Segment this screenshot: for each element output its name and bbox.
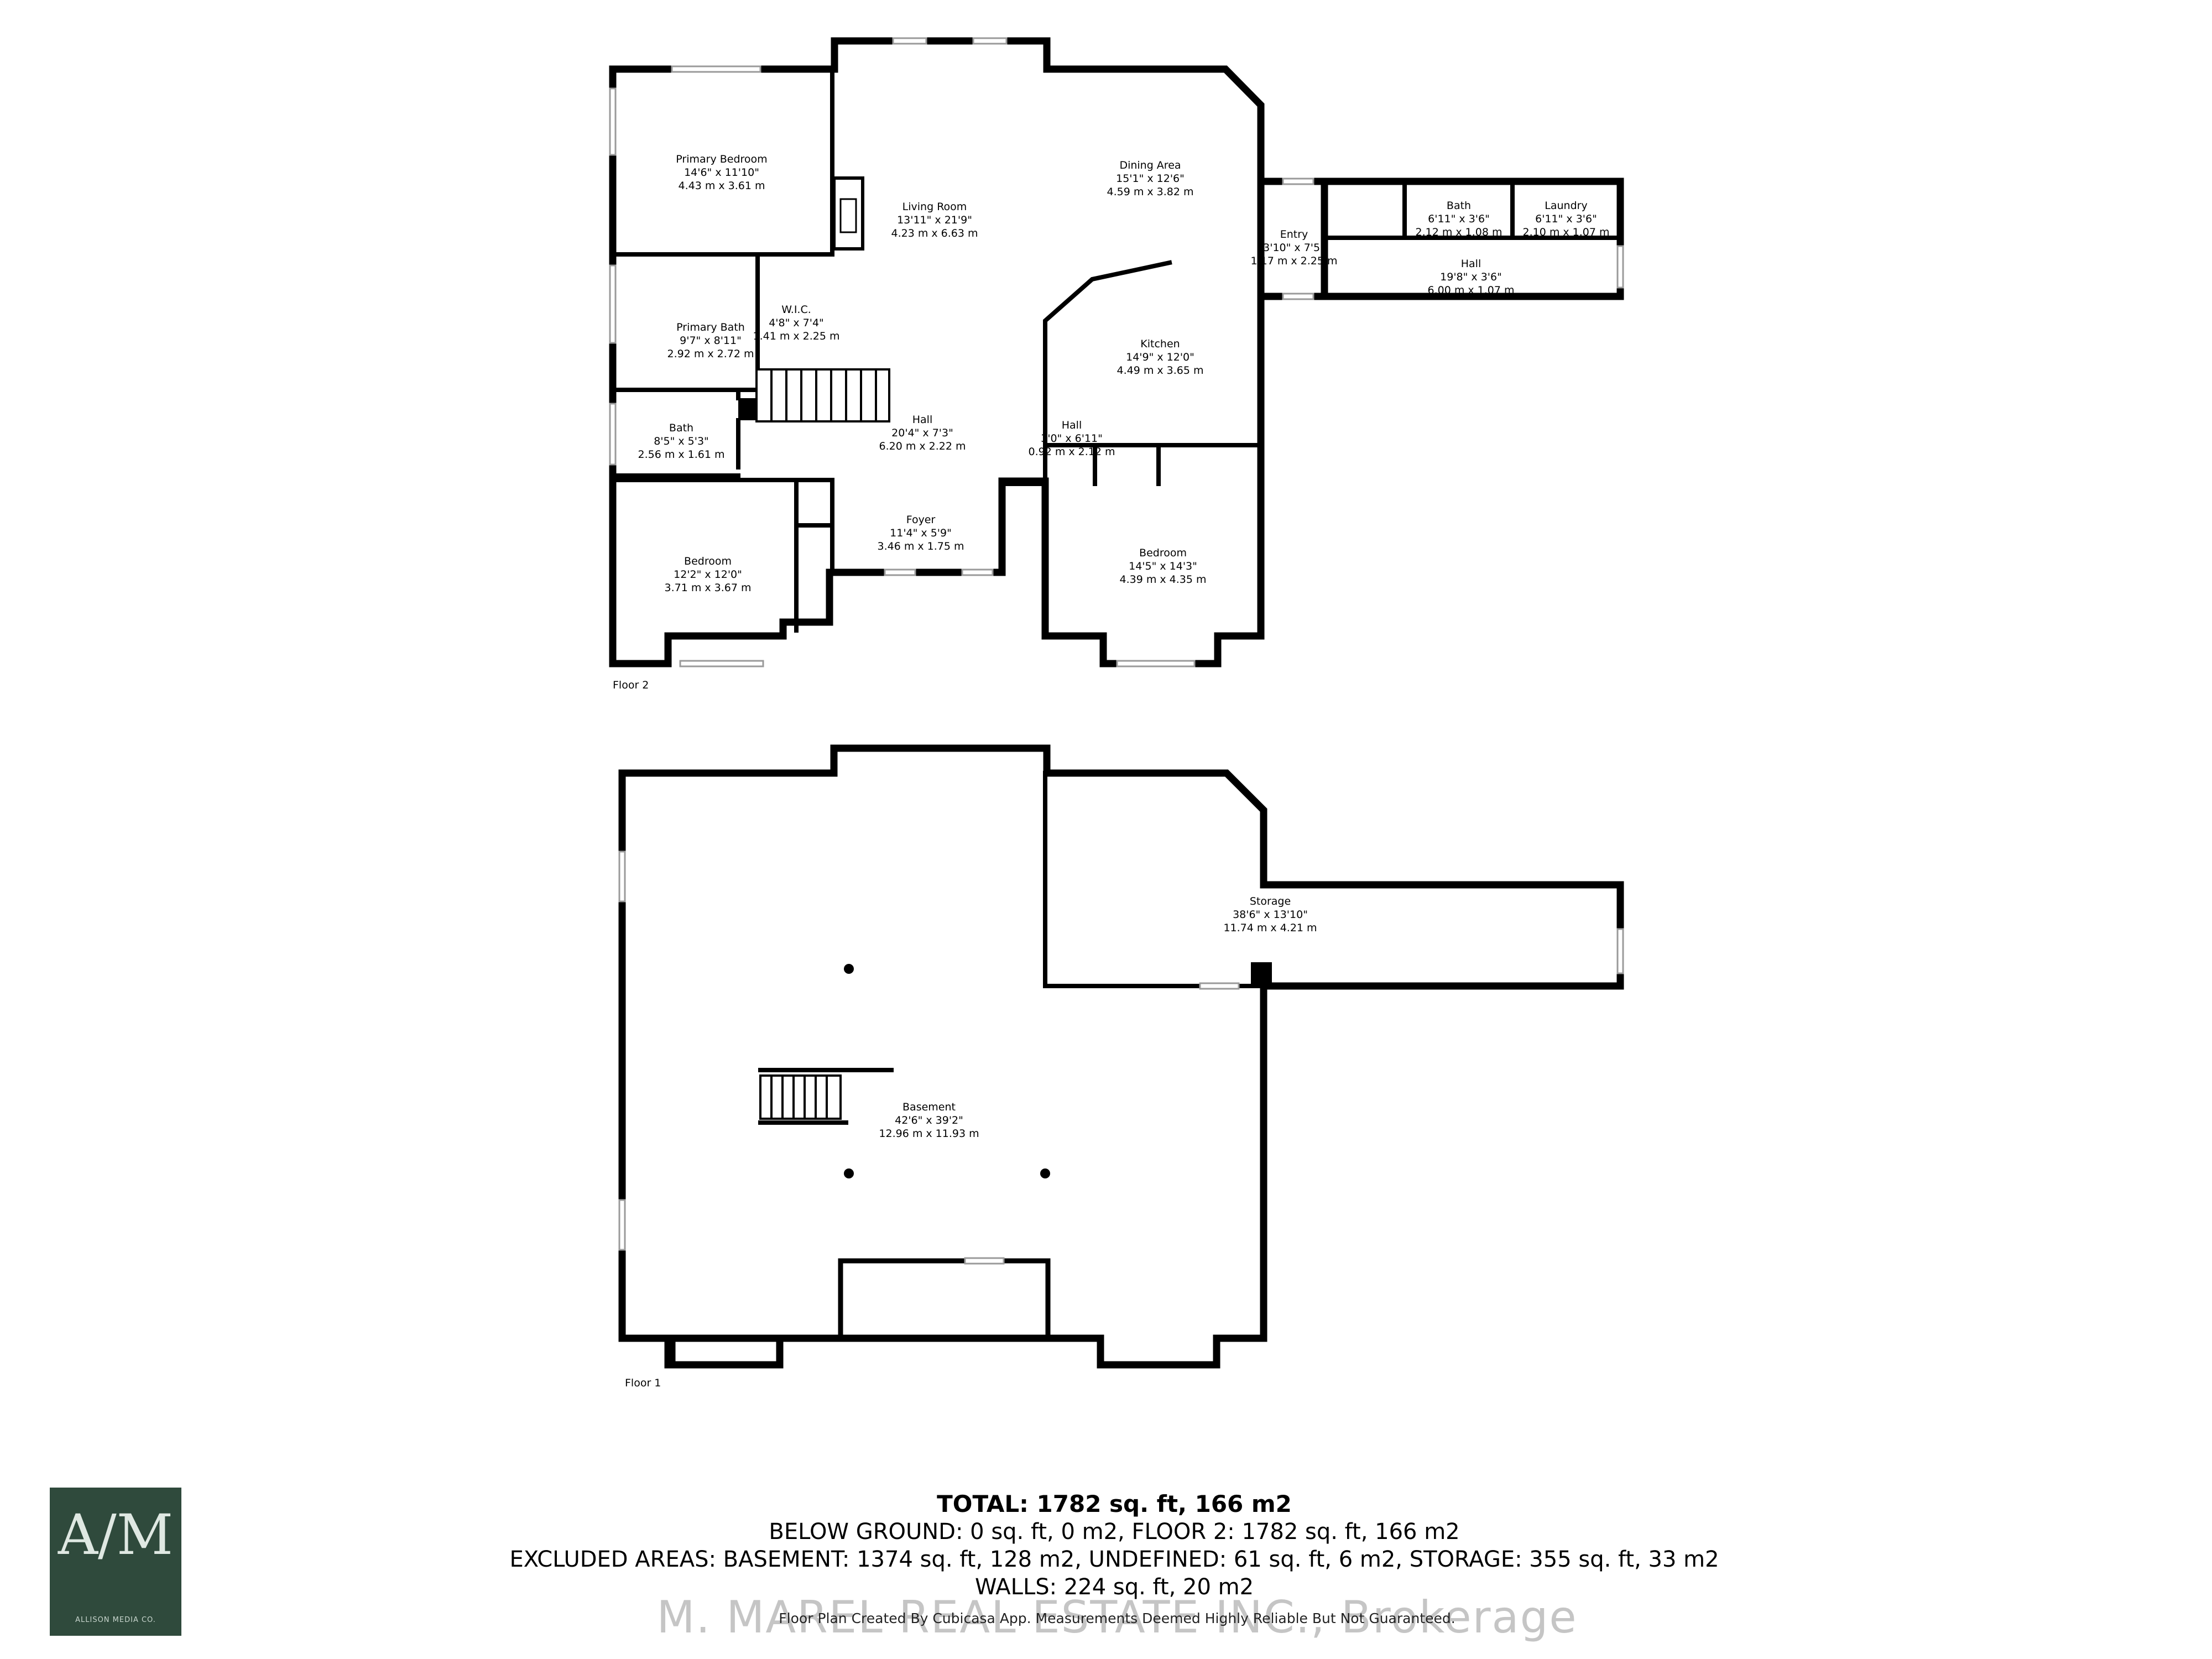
- floor-1-windows: [618, 851, 1624, 1265]
- summary-total: TOTAL: 1782 sq. ft, 166 m2: [937, 1490, 1292, 1517]
- area-summary: TOTAL: 1782 sq. ft, 166 m2 BELOW GROUND:…: [0, 1490, 2212, 1601]
- disclaimer-text: Floor Plan Created By Cubicasa App. Meas…: [779, 1610, 1455, 1626]
- floor-1-stairs: [758, 1068, 894, 1125]
- floor-2-walls: [609, 37, 1624, 667]
- allison-media-logo: A/M ALLISON MEDIA CO.: [50, 1488, 181, 1636]
- floor-2-windows: [609, 37, 1624, 667]
- floor-2-label: Floor 2: [613, 679, 649, 691]
- summary-excluded-areas: EXCLUDED AREAS: BASEMENT: 1374 sq. ft, 1…: [509, 1547, 1719, 1572]
- floor-2-stairs: [738, 368, 890, 422]
- summary-below-ground: BELOW GROUND: 0 sq. ft, 0 m2, FLOOR 2: 1…: [769, 1519, 1460, 1545]
- logo-monogram: A/M: [58, 1503, 174, 1567]
- floor-1-label: Floor 1: [625, 1377, 661, 1389]
- floor-1-posts: [844, 964, 1050, 1178]
- logo-brand-text: ALLISON MEDIA CO.: [75, 1616, 156, 1624]
- summary-walls: WALLS: 224 sq. ft, 20 m2: [974, 1574, 1254, 1600]
- room-label-wic: W.I.C.4'8" x 7'4"1.41 m x 2.25 m: [753, 304, 840, 342]
- floor-1-walls: [618, 744, 1624, 1369]
- brokerage-watermark: M. MAREL REAL ESTATE INC., Brokerage: [656, 1592, 1578, 1643]
